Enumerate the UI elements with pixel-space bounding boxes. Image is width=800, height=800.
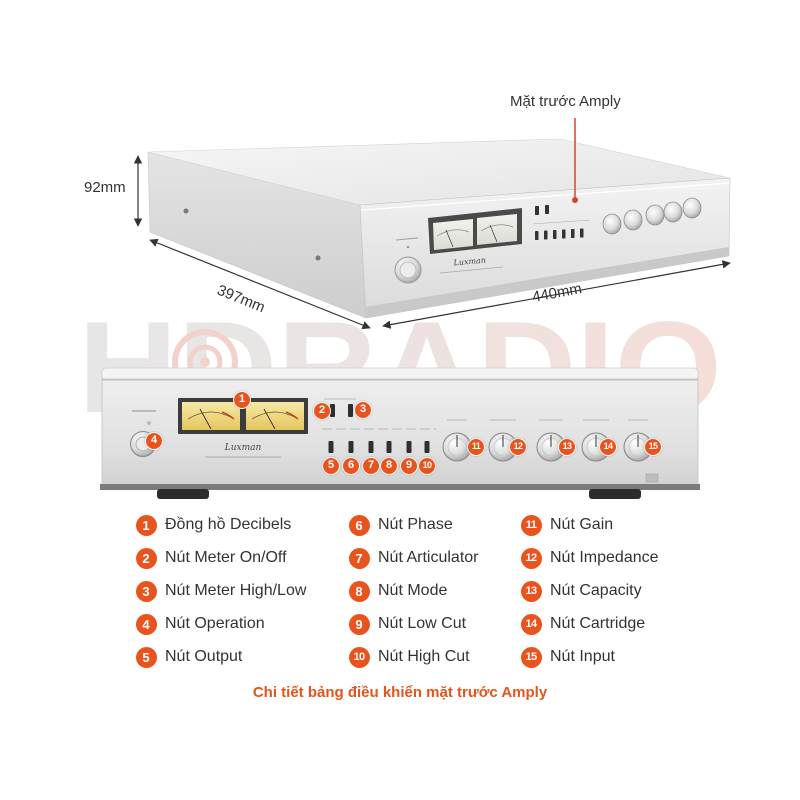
legend-label: Nút Gain bbox=[550, 516, 614, 533]
foot-right bbox=[589, 489, 641, 499]
callout-12: 12 bbox=[509, 438, 527, 456]
legend-number: 2 bbox=[135, 547, 157, 569]
amplifier-front-panel: Luxman bbox=[100, 367, 700, 499]
legend-label: Nút Meter High/Low bbox=[165, 582, 307, 599]
callout-13: 13 bbox=[558, 438, 576, 456]
legend-label: Nút Mode bbox=[378, 582, 448, 599]
knobs-3d bbox=[602, 197, 702, 235]
power-led bbox=[147, 421, 151, 425]
legend-label: Nút High Cut bbox=[378, 648, 470, 665]
legend-label: Nút Output bbox=[165, 648, 243, 665]
depth-dimension-arrow bbox=[149, 238, 371, 330]
legend-number: 9 bbox=[348, 613, 370, 635]
height-dimension-label: 92mm bbox=[84, 179, 126, 196]
callout-8: 8 bbox=[380, 457, 398, 475]
screw-icon bbox=[183, 208, 189, 214]
logo-front: Luxman bbox=[224, 443, 262, 453]
legend-number: 10 bbox=[348, 646, 370, 668]
callout-3: 3 bbox=[354, 401, 372, 419]
power-button-3d bbox=[394, 256, 422, 284]
legend-number: 11 bbox=[520, 514, 542, 536]
amplifier-3d-view: Luxman bbox=[133, 118, 731, 330]
legend-number: 15 bbox=[520, 646, 542, 668]
meter-switches bbox=[330, 404, 353, 417]
legend-number: 14 bbox=[520, 613, 542, 635]
gain-knob bbox=[442, 419, 472, 462]
decibel-meters bbox=[178, 398, 308, 434]
callout-5: 5 bbox=[322, 457, 340, 475]
legend-label: Nút Low Cut bbox=[378, 615, 467, 632]
switches-3d bbox=[535, 205, 584, 240]
legend-label: Nút Cartridge bbox=[550, 615, 646, 632]
callout-4: 4 bbox=[145, 432, 163, 450]
callout-11: 11 bbox=[467, 438, 485, 456]
function-switches bbox=[328, 441, 430, 453]
input-knob bbox=[623, 419, 653, 462]
callout-1: 1 bbox=[233, 391, 251, 409]
legend-number: 12 bbox=[520, 547, 542, 569]
legend-number: 7 bbox=[348, 547, 370, 569]
legend-label: Nút Input bbox=[550, 648, 615, 665]
legend-number: 1 bbox=[135, 514, 157, 536]
legend-number: 4 bbox=[135, 613, 157, 635]
front-pointer-dot bbox=[572, 197, 578, 203]
width-dimension-arrow bbox=[382, 260, 731, 329]
legend-number: 8 bbox=[348, 580, 370, 602]
legend-number: 13 bbox=[520, 580, 542, 602]
foot-left bbox=[157, 489, 209, 499]
callout-9: 9 bbox=[400, 457, 418, 475]
legend-label: Nút Meter On/Off bbox=[165, 549, 287, 566]
legend-label: Nút Impedance bbox=[550, 549, 659, 566]
legend-label: Nút Phase bbox=[378, 516, 453, 533]
callout-2: 2 bbox=[313, 402, 331, 420]
legend-number: 5 bbox=[135, 646, 157, 668]
meter-window-3d bbox=[428, 208, 522, 254]
legend-label: Nút Operation bbox=[165, 615, 265, 632]
callout-15: 15 bbox=[644, 438, 662, 456]
screw-icon bbox=[315, 255, 321, 261]
panel-badge bbox=[645, 473, 659, 483]
legend-number: 6 bbox=[348, 514, 370, 536]
callout-7: 7 bbox=[362, 457, 380, 475]
legend-label: Nút Capacity bbox=[550, 582, 642, 599]
legend-label: Đồng hồ Decibels bbox=[165, 516, 292, 533]
legend-label: Nút Articulator bbox=[378, 549, 479, 566]
callout-6: 6 bbox=[342, 457, 360, 475]
legend-number: 3 bbox=[135, 580, 157, 602]
diagram-caption: Chi tiết bảng điều khiển mặt trước Amply bbox=[252, 684, 548, 701]
callout-14: 14 bbox=[599, 438, 617, 456]
front-panel-annotation: Mặt trước Amply bbox=[510, 93, 621, 110]
callout-10: 10 bbox=[418, 457, 436, 475]
panel-bottom-edge bbox=[100, 484, 700, 490]
